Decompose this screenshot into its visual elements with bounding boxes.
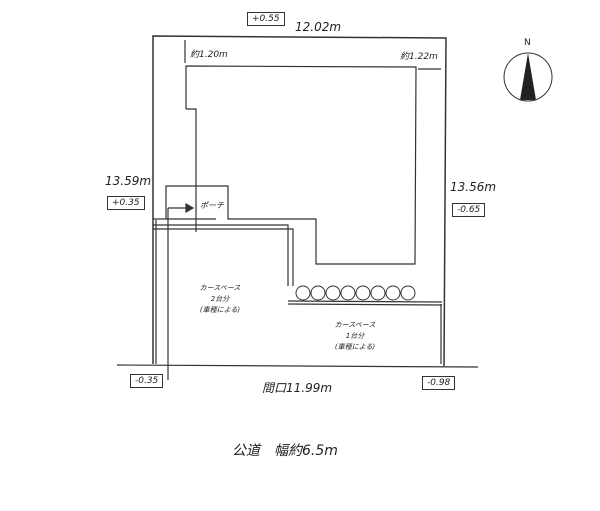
lot-boundary — [152, 35, 447, 367]
plant-icon — [355, 285, 371, 301]
road-label: 公道 幅約6.5m — [232, 443, 338, 459]
plant-icon — [325, 285, 341, 301]
plant-icon — [385, 285, 401, 301]
plant-icon — [340, 285, 356, 301]
elevation-top: +0.55 — [247, 12, 285, 26]
dim-right: 13.56m — [450, 180, 497, 194]
elevation-bottom-left: -0.35 — [130, 374, 164, 388]
road-edge — [116, 364, 479, 368]
porch-label: ポーチ — [200, 201, 224, 210]
dim-left: 13.59m — [105, 174, 152, 188]
hedge-plants — [295, 285, 416, 301]
plant-icon — [310, 285, 326, 301]
elevation-left: +0.35 — [107, 196, 145, 210]
north-arrow-icon — [503, 52, 553, 102]
setback-top: 約1.20m — [190, 50, 228, 60]
north-label: N — [524, 38, 531, 48]
plant-icon — [370, 285, 386, 301]
dim-frontage: 間口11.99m — [262, 381, 333, 395]
plant-icon — [400, 285, 416, 301]
dim-top: 12.02m — [295, 20, 342, 34]
setback-right: 約1.22m — [400, 52, 438, 62]
building-outline — [165, 65, 417, 265]
plant-icon — [295, 285, 311, 301]
elevation-right: -0.65 — [452, 203, 486, 217]
elevation-bottom-right: -0.98 — [422, 376, 456, 390]
